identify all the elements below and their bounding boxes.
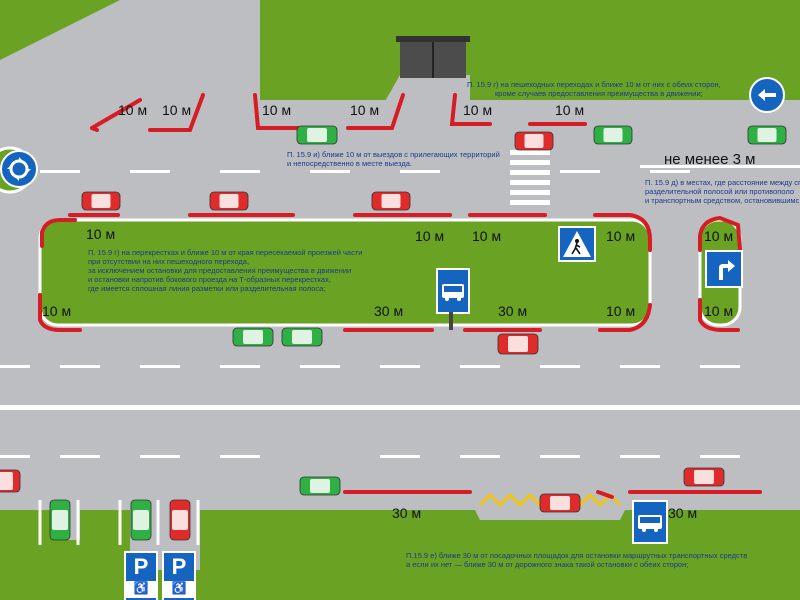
car: [539, 493, 581, 513]
no-stopping-curb-segment: [90, 98, 142, 130]
cars: [0, 125, 787, 541]
distance-label: 10 м: [86, 226, 116, 242]
car: [281, 327, 323, 347]
distance-label: 10 м: [262, 102, 292, 118]
note-line: П. 15.9 г) на пешеходных переходах и бли…: [467, 80, 721, 89]
distance-label: 10 м: [415, 228, 445, 244]
arrow-right-turn-icon: [719, 260, 735, 280]
no-stopping-curb-segment: [596, 490, 614, 499]
min-distance-label: не менее 3 м: [664, 151, 756, 168]
note-line: кроме случаев предоставления преимуществ…: [495, 89, 703, 98]
turn-right-sign: [705, 250, 743, 288]
note-line: П. 15.9 д) в местах, где расстояние межд…: [645, 178, 800, 187]
no-stopping-curb-segment: [253, 93, 302, 130]
bus-stop-sign: [436, 268, 470, 314]
no-stopping-curb-segment: [449, 93, 492, 126]
no-stopping-curb-segment: [593, 213, 652, 252]
distance-label: 30 м: [374, 303, 404, 319]
distance-label: 10 м: [42, 303, 72, 319]
pedestrian-icon: [563, 231, 591, 257]
note-15-9-d: П. 15.9 д) в местах, где расстояние межд…: [645, 178, 800, 205]
arrow-left-icon: [758, 89, 776, 101]
roundabout-sign: [0, 150, 38, 188]
car: [299, 476, 341, 496]
no-stopping-curb-segment: [148, 93, 205, 132]
disabled-parking-sign: P ♿: [124, 551, 158, 600]
note-line: при отсутствии на них пешеходного перехо…: [88, 257, 250, 266]
distance-label: 10 м: [162, 102, 192, 118]
note-line: и остановки напротив бокового проезда на…: [88, 275, 331, 284]
note-line: разделительной полосой или противополо: [645, 187, 794, 196]
sign-pole: [449, 312, 453, 330]
note-line: и непосредственно в месте выезда.: [287, 159, 412, 168]
car: [296, 125, 338, 145]
note-line: П. 15.9 г) на перекрестках и ближе 10 м …: [88, 248, 363, 257]
no-stopping-curb-segment: [40, 218, 77, 248]
note-15-9-g-crossing: П. 15.9 г) на пешеходных переходах и бли…: [467, 80, 721, 98]
parking-letter: P: [133, 554, 149, 579]
no-stopping-curb-segment: [598, 303, 652, 332]
wheelchair-icon: ♿: [126, 581, 156, 598]
note-15-9-i: П. 15.9 и) ближе 10 м от выездов с приле…: [287, 150, 500, 168]
car: [371, 191, 411, 211]
car: [747, 125, 787, 145]
distance-label: 10 м: [606, 228, 636, 244]
no-stopping-curb-segment: [346, 93, 405, 130]
no-stopping-curbs: [38, 93, 762, 499]
note-line: где имеется сплошная линия разметки или …: [88, 284, 326, 293]
pedestrian-crossing-sign: [558, 226, 596, 262]
distance-label: 30 м: [668, 505, 698, 521]
parking-bays: [38, 500, 200, 545]
car: [593, 125, 633, 145]
distance-label: 10 м: [555, 102, 585, 118]
bus-icon: [442, 284, 464, 301]
car: [497, 333, 539, 355]
no-stopping-curb-segment: [698, 215, 742, 252]
car: [49, 499, 71, 541]
wheelchair-icon: ♿: [164, 581, 194, 598]
distance-label: 30 м: [392, 505, 422, 521]
car: [130, 499, 152, 541]
note-line: П. 15.9 и) ближе 10 м от выездов с приле…: [287, 150, 500, 159]
car: [683, 467, 725, 487]
building: [396, 36, 470, 78]
distance-label: 10 м: [606, 303, 636, 319]
lane-markings: [0, 165, 800, 458]
note-line: и транспортным средством, остановившимс: [645, 196, 800, 205]
distance-label: 10 м: [118, 102, 148, 118]
no-stopping-curb-segment: [90, 126, 99, 132]
car: [514, 131, 554, 151]
bus-stop-sign-lower: [632, 500, 668, 544]
note-line: а если их нет — ближе 30 м от дорожного …: [406, 560, 689, 569]
no-stopping-curb-segment: [38, 293, 82, 332]
car: [0, 469, 21, 493]
distance-label: 30 м: [498, 303, 528, 319]
zebra-crossing: [510, 150, 550, 205]
no-stopping-curb-segment: [698, 298, 740, 332]
note-15-9-g-intersection: П. 15.9 г) на перекрестках и ближе 10 м …: [88, 248, 362, 293]
note-line: П.15.9 е) ближе 30 м от посадочных площа…: [406, 551, 748, 560]
parking-letter: P: [171, 554, 187, 579]
distance-label: 10 м: [350, 102, 380, 118]
car: [232, 327, 274, 347]
note-15-9-e: П.15.9 е) ближе 30 м от посадочных площа…: [406, 551, 747, 569]
distance-label: 10 м: [463, 102, 493, 118]
distance-label: 10 м: [704, 303, 734, 319]
distance-label: 10 м: [704, 228, 734, 244]
car: [81, 191, 121, 211]
disabled-parking-sign: P ♿: [162, 551, 196, 600]
roundabout-icon: [7, 157, 31, 181]
note-line: за исключением остановки для предоставле…: [88, 266, 352, 275]
car: [209, 191, 249, 211]
bus-icon: [638, 515, 662, 532]
car: [169, 499, 191, 541]
distance-label: 10 м: [472, 228, 502, 244]
keep-left-sign: [749, 77, 785, 113]
